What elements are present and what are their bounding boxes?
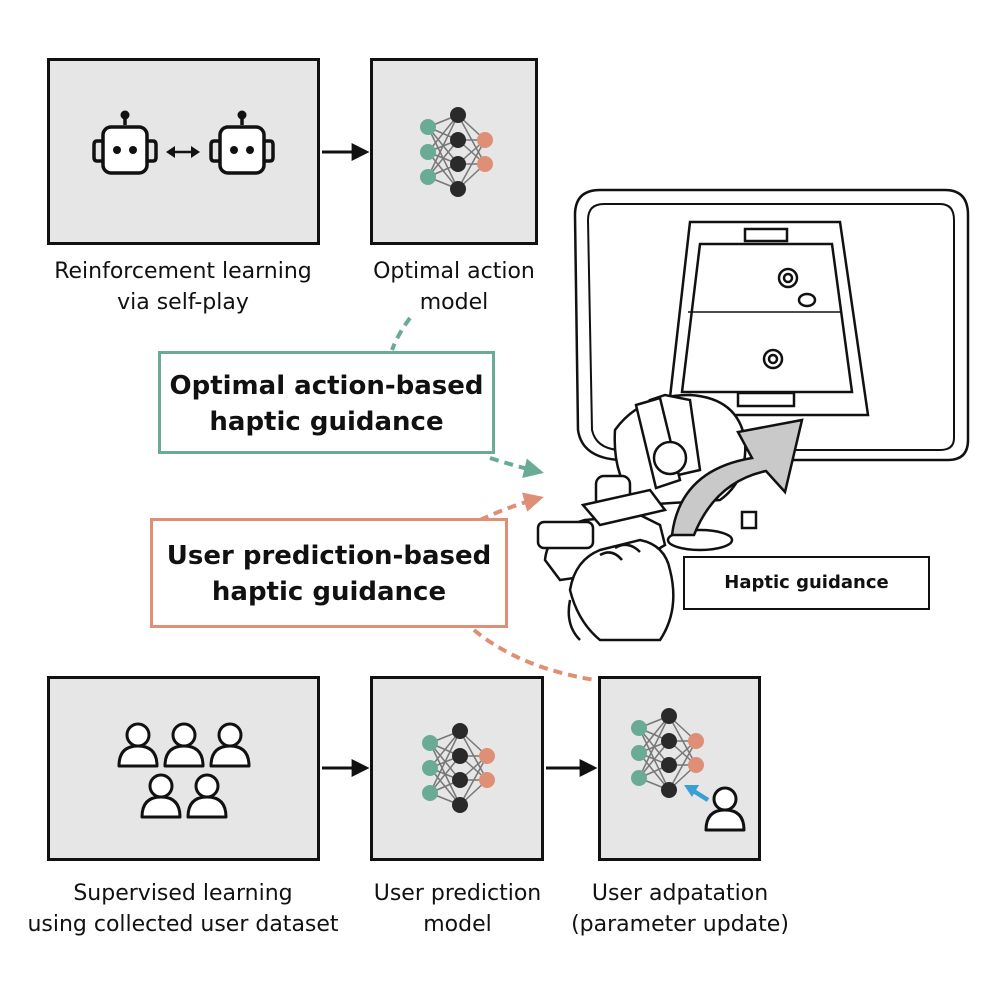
- supervised-panel: [47, 676, 320, 861]
- user-icon-2: [163, 722, 205, 768]
- caption-optimal-model: Optimal action model: [358, 256, 550, 318]
- optimal-guidance-line1: Optimal action-based: [169, 371, 484, 401]
- neural-network-icon-user: [421, 722, 496, 814]
- caption-user-model-line1: User prediction: [373, 881, 542, 906]
- user-icon-1: [117, 722, 159, 768]
- caption-optimal-model-line2: model: [419, 290, 489, 315]
- caption-rl: Reinforcement learning via self-play: [33, 256, 333, 318]
- neural-network-icon-adaptation: [630, 707, 705, 799]
- air-hockey-device: [536, 188, 970, 642]
- caption-adaptation: User adpatation (parameter update): [565, 878, 795, 940]
- caption-adaptation-line2: (parameter update): [571, 912, 789, 937]
- user-icon-4: [140, 773, 182, 819]
- caption-supervised: Supervised learning using collected user…: [8, 878, 358, 940]
- optimal-guidance-box: Optimal action-based haptic guidance: [158, 351, 495, 454]
- optimal-model-panel: [370, 58, 538, 245]
- caption-supervised-line2: using collected user dataset: [27, 912, 339, 937]
- caption-rl-line1: Reinforcement learning: [54, 259, 312, 284]
- user-guidance-line1: User prediction-based: [166, 541, 492, 571]
- neural-network-icon-optimal: [419, 106, 494, 198]
- dashed-connector-green-top: [390, 316, 412, 351]
- bidirectional-arrow-icon: [166, 146, 200, 158]
- caption-rl-line2: via self-play: [117, 290, 249, 315]
- caption-user-model-line2: model: [423, 912, 492, 937]
- haptic-guidance-label: Haptic guidance: [683, 556, 930, 610]
- dashed-connector-orange-bottom: [472, 628, 596, 682]
- robot-icon-right: [209, 108, 275, 175]
- dashed-arrow-orange: [479, 492, 544, 522]
- caption-supervised-line1: Supervised learning: [73, 881, 293, 906]
- robot-icon-left: [92, 108, 158, 175]
- user-guidance-box: User prediction-based haptic guidance: [150, 518, 508, 628]
- user-icon-3: [209, 722, 251, 768]
- optimal-guidance-line2: haptic guidance: [209, 407, 444, 437]
- blue-arrow-icon: [684, 785, 710, 802]
- user-icon-5: [186, 773, 228, 819]
- user-guidance-line2: haptic guidance: [211, 577, 447, 607]
- caption-optimal-model-line1: Optimal action: [373, 259, 535, 284]
- dashed-arrow-green: [489, 456, 544, 478]
- user-icon-adaptation: [704, 786, 746, 832]
- caption-user-model: User prediction model: [355, 878, 560, 940]
- caption-adaptation-line1: User adpatation: [591, 881, 769, 906]
- user-model-panel: [370, 676, 544, 861]
